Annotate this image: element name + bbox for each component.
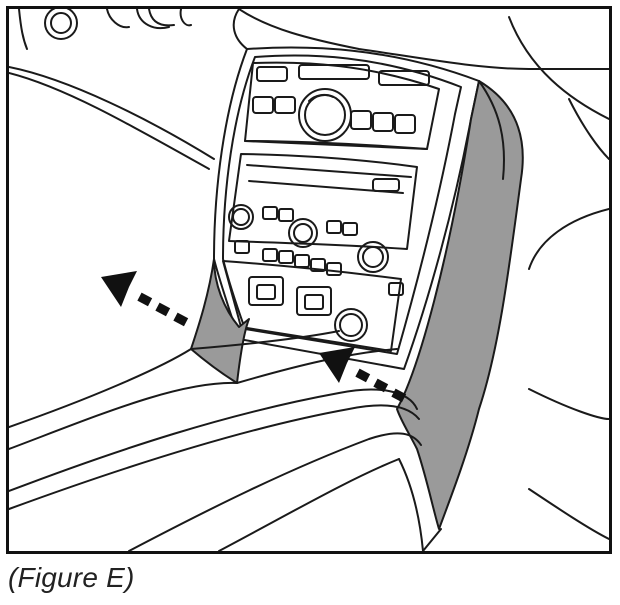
- center-dial-icon: [288, 218, 318, 248]
- heated-seat-switch-left-icon: [248, 276, 284, 306]
- volume-knob-icon: [298, 88, 352, 142]
- dashed-arrow-right-icon: [319, 347, 407, 403]
- climate-control-unit: [228, 153, 418, 296]
- lower-knob-icon: [334, 308, 368, 342]
- dashboard-background-lines: [9, 9, 609, 420]
- figure-caption: (Figure E): [8, 562, 135, 593]
- heated-seat-switch-right-icon: [296, 286, 332, 316]
- radio-head-unit: [244, 61, 440, 150]
- dashboard-console-drawing: [9, 9, 609, 551]
- center-stack-bezel: [213, 46, 480, 370]
- dashed-arrow-left-icon: [101, 271, 189, 327]
- floor-console: [9, 330, 609, 551]
- figure-e-illustration: [6, 6, 612, 554]
- right-dial-icon: [357, 241, 389, 273]
- right-trim-panel: [396, 80, 524, 530]
- left-dial-icon: [228, 204, 254, 230]
- lower-switch-panel: [222, 260, 402, 352]
